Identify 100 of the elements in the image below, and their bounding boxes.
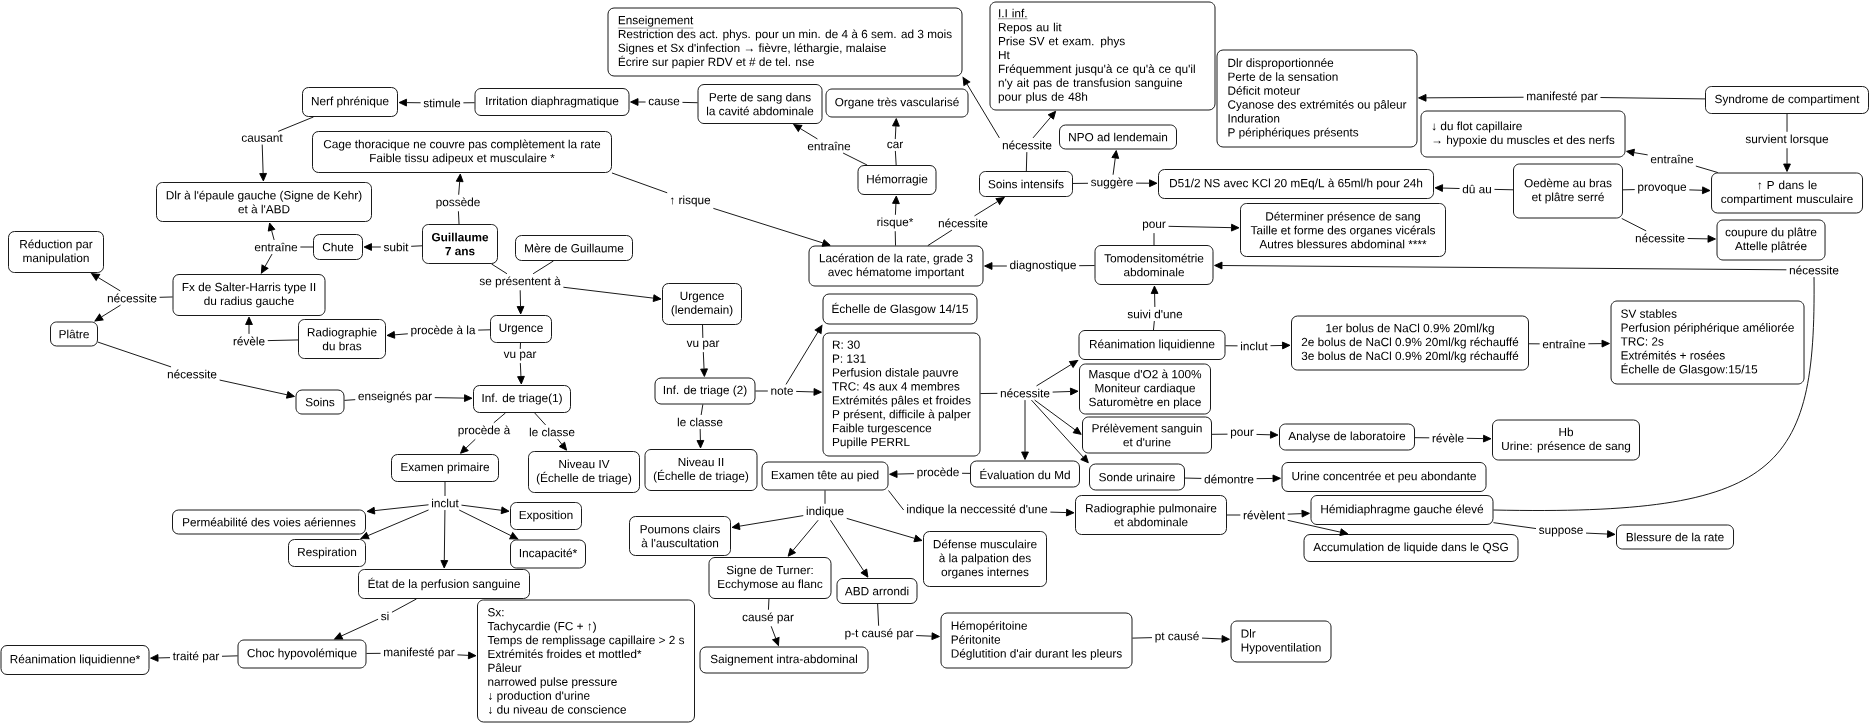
- concept-box: Hémidiaphragme gauche élevé: [1310, 495, 1494, 525]
- connector-line: [1226, 514, 1241, 516]
- linking-phrase: nécessite: [1789, 265, 1839, 275]
- concept-box: Plâtre: [50, 321, 98, 347]
- linking-phrase: dû au: [1462, 184, 1491, 194]
- arrow: [1214, 261, 1787, 271]
- connector-line: [1153, 232, 1155, 246]
- arrow: [1256, 430, 1279, 439]
- concept-box: Dlr disproportionnée Perte de la sensation Déficit moteur Cyanose des extrémités ou pâleur Induration P périphériques présents: [1216, 49, 1418, 148]
- connector-line: [894, 150, 897, 166]
- concept-box: Dlr à l'épaule gauche (Signe de Kehr) et à l'ABD: [156, 182, 372, 222]
- arrow: [434, 394, 473, 402]
- concept-box: Organe très vascularisé: [825, 88, 969, 118]
- arrow: [846, 517, 923, 543]
- arrow: [1034, 399, 1082, 435]
- connector-line: [927, 229, 953, 246]
- arrow: [1434, 184, 1460, 192]
- concept-box: Perte de sang dans la cavité abdominale: [697, 84, 823, 124]
- linking-phrase: nécessite: [107, 293, 157, 303]
- connector-line: [702, 324, 704, 339]
- linking-phrase: entraîne: [1650, 154, 1694, 164]
- connector-line: [824, 490, 826, 505]
- linking-phrase: risque*: [877, 217, 914, 229]
- arrow: [366, 504, 429, 515]
- concept-box: Irritation diaphragmatique: [474, 88, 630, 116]
- connector-line: [894, 230, 896, 246]
- arrow: [334, 618, 379, 640]
- linking-phrase: nécessite: [167, 369, 217, 379]
- arrow: [398, 98, 422, 107]
- linking-phrase: diagnostique: [1010, 260, 1076, 272]
- concept-box: Hémopéritoine Péritonite Déglutition d'air durant les pleurs: [940, 612, 1133, 669]
- concept-box: Urine concentrée et peu abondante: [1281, 462, 1487, 492]
- arrow: [458, 509, 519, 540]
- connector-line: [534, 412, 547, 426]
- linking-phrase: nécessite: [1002, 140, 1052, 150]
- concept-box: Réanimation liquidienne*: [0, 645, 150, 675]
- concept-box: NPO ad lendemain: [1059, 124, 1177, 150]
- arrow: [94, 304, 121, 322]
- arrow: [1168, 223, 1240, 232]
- linking-phrase: provoque: [1638, 184, 1687, 194]
- concept-box: Évaluation du Md: [970, 460, 1080, 488]
- concept-box: Défense musculaire à la palpation des organes internes: [923, 531, 1047, 587]
- connector-line: [961, 472, 971, 474]
- arrow: [892, 118, 900, 140]
- concept-box: État de la perfusion sanguine: [358, 569, 530, 599]
- connector-line: [1225, 345, 1238, 347]
- arrow: [700, 351, 708, 377]
- linking-phrase: suppose: [1539, 527, 1583, 537]
- connector-line: [277, 116, 314, 132]
- arrow: [1201, 635, 1230, 643]
- arrow: [1150, 285, 1159, 308]
- connector-line: [611, 172, 668, 194]
- concept-box: Fx de Salter-Harris type II du radius gauche: [172, 274, 326, 316]
- concept-box: Sonde urinaire: [1089, 463, 1185, 491]
- arrow: [1049, 508, 1075, 517]
- concept-box: ↓ du flot capillaire → hypoxie du muscles et des nerfs: [1420, 110, 1626, 158]
- arrow: [457, 651, 477, 660]
- linking-phrase: subit: [383, 242, 409, 252]
- linking-phrase: traité par: [172, 651, 220, 663]
- linking-phrase: possède: [436, 197, 480, 209]
- arrow: [1031, 399, 1089, 464]
- concept-box: Masque d'O2 à 100% Moniteur cardiaque Saturomètre en place: [1079, 363, 1211, 415]
- arrow: [267, 222, 276, 241]
- connector-line: [1153, 320, 1155, 331]
- connector-line: [700, 404, 704, 416]
- concept-box: Examen tête au pied: [761, 461, 889, 491]
- concept-box: Urgence (lendemain): [662, 283, 742, 325]
- connector-line: [491, 263, 508, 275]
- arrow: [1466, 434, 1492, 443]
- concept-box: Échelle de Glasgow 14/15: [822, 293, 978, 325]
- concept-box: D51/2 NS avec KCl 20 mEq/L à 65ml/h pour 24h: [1158, 169, 1434, 199]
- linking-phrase: pour: [1142, 221, 1166, 231]
- linking-phrase: note: [771, 387, 793, 395]
- concept-box: Urgence: [490, 315, 552, 343]
- connector-line: [1786, 113, 1788, 133]
- concept-box: ABD arrondi: [836, 578, 918, 604]
- arrow: [892, 195, 900, 216]
- connector-line: [755, 390, 769, 392]
- linking-phrase: vu par: [686, 340, 720, 350]
- concept-box: Choc hypovolémique: [237, 639, 367, 669]
- arrow: [915, 632, 940, 641]
- concept-box: R: 30 P: 131 Perfusion distale pauvre TRC: 4s aux 4 membres Extrémités pâles et froides P présent, difficile à palper Faible turgescence Pupille PERRL: [822, 332, 981, 457]
- concept-box: Oedème au bras et plâtre serré: [1513, 163, 1623, 219]
- connector-line: [477, 329, 491, 331]
- arrow: [1270, 341, 1291, 350]
- connector-line: [1528, 343, 1541, 345]
- concept-box: Respiration: [288, 539, 366, 567]
- connector-line: [1621, 218, 1647, 232]
- linking-phrase: révèle: [233, 336, 265, 346]
- arrow: [1256, 474, 1281, 483]
- concept-box: Blessure de la rate: [1616, 524, 1734, 550]
- connector-line: [444, 481, 446, 497]
- arrow: [259, 144, 267, 182]
- concept-box: Nerf phrénique: [302, 87, 398, 117]
- concept-box: Mère de Guillaume: [515, 235, 633, 261]
- arrow: [1032, 110, 1057, 139]
- linking-phrase: manifesté par: [1527, 91, 1598, 103]
- connector-line: [519, 342, 521, 350]
- linking-phrase: enseignés par: [358, 391, 432, 403]
- concept-box: Incapacité*: [510, 539, 586, 569]
